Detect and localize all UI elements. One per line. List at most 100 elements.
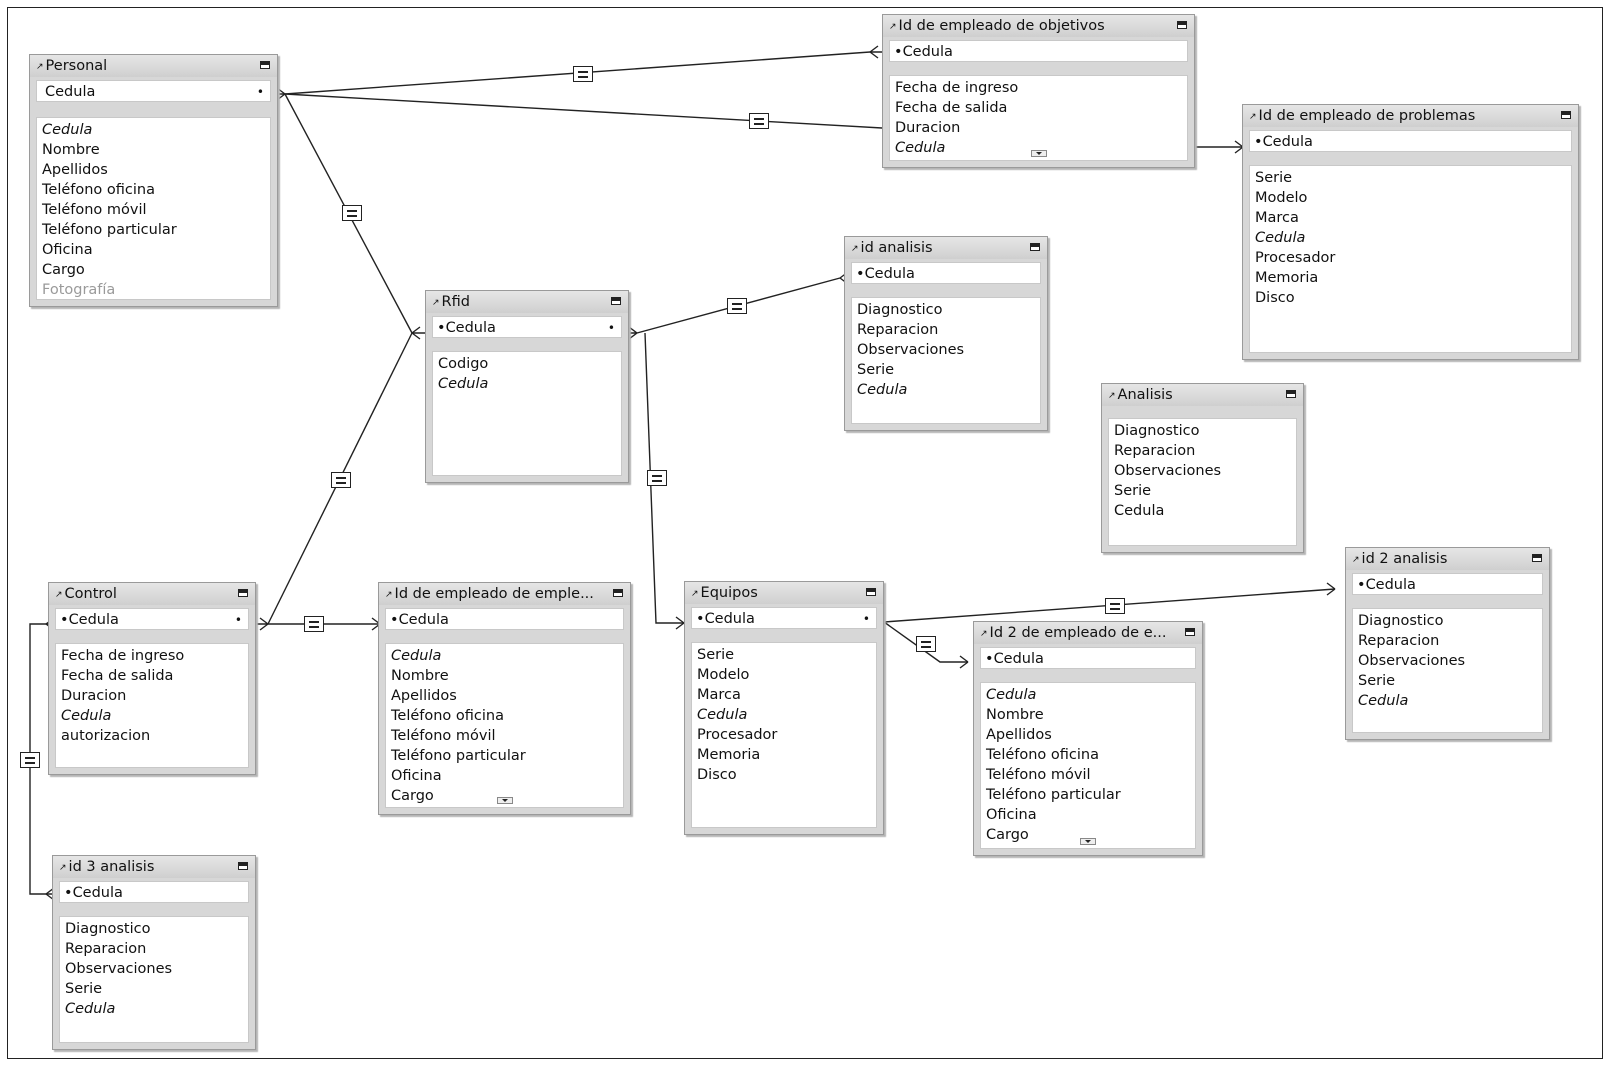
- field[interactable]: Fecha de ingreso: [61, 648, 185, 664]
- field[interactable]: Marca: [697, 687, 741, 703]
- field[interactable]: Teléfono móvil: [42, 202, 147, 218]
- table-header[interactable]: ↗Personal: [30, 55, 277, 77]
- collapse-icon[interactable]: [1177, 21, 1187, 29]
- field-list[interactable]: Fecha de ingreso Fecha de salida Duracio…: [55, 643, 249, 768]
- field[interactable]: Observaciones: [857, 342, 965, 358]
- field[interactable]: Duracion: [895, 120, 961, 136]
- rel-operator-equipos-id2empleado[interactable]: [916, 636, 936, 652]
- collapse-icon[interactable]: [611, 297, 621, 305]
- field[interactable]: Teléfono móvil: [391, 728, 496, 744]
- field[interactable]: Serie: [1114, 483, 1152, 499]
- field[interactable]: Duracion: [61, 688, 127, 704]
- field[interactable]: Diagnostico: [65, 921, 151, 937]
- field[interactable]: Reparacion: [857, 322, 939, 338]
- field-list[interactable]: Diagnostico Reparacion Observaciones Ser…: [59, 916, 249, 1043]
- key-field[interactable]: Cedula•: [36, 80, 271, 102]
- field[interactable]: Cargo: [391, 788, 434, 804]
- field-list[interactable]: Codigo Cedula: [432, 351, 622, 476]
- table-personal[interactable]: ↗Personal Cedula• Cedula Nombre Apellido…: [29, 54, 278, 307]
- field[interactable]: Cedula: [1358, 693, 1409, 709]
- table-empleados[interactable]: ↗Id de empleado de emple... •Cedula Cedu…: [378, 582, 631, 815]
- collapse-icon[interactable]: [1185, 628, 1195, 636]
- scroll-down-icon[interactable]: [1030, 150, 1047, 157]
- table-header[interactable]: ↗Id de empleado de objetivos: [883, 15, 1194, 37]
- field[interactable]: Serie: [857, 362, 895, 378]
- table-header[interactable]: ↗Rfid: [426, 291, 628, 313]
- field[interactable]: Cedula: [895, 140, 946, 156]
- scroll-down-icon[interactable]: [1080, 838, 1096, 845]
- field[interactable]: Apellidos: [391, 688, 457, 704]
- table-equipos[interactable]: ↗Equipos •Cedula• Serie Modelo Marca Ced…: [684, 581, 884, 835]
- field[interactable]: Fecha de ingreso: [895, 80, 1019, 96]
- field[interactable]: Oficina: [986, 807, 1037, 823]
- field[interactable]: Modelo: [1255, 190, 1308, 206]
- field[interactable]: Codigo: [438, 356, 489, 372]
- rel-operator-control-id3[interactable]: [20, 752, 40, 768]
- field[interactable]: autorizacion: [61, 728, 151, 744]
- field[interactable]: Nombre: [391, 668, 449, 684]
- key-field[interactable]: •Cedula: [980, 647, 1196, 669]
- field[interactable]: Oficina: [42, 242, 93, 258]
- key-field[interactable]: •Cedula: [59, 881, 249, 903]
- field[interactable]: Serie: [1255, 170, 1293, 186]
- collapse-icon[interactable]: [238, 862, 248, 870]
- key-field[interactable]: •Cedula: [1352, 573, 1543, 595]
- field[interactable]: Cedula: [42, 122, 93, 138]
- field[interactable]: Teléfono móvil: [986, 767, 1091, 783]
- field[interactable]: Diagnostico: [1114, 423, 1200, 439]
- field[interactable]: Reparacion: [65, 941, 147, 957]
- rel-operator-rfid-idanalisis[interactable]: [727, 298, 747, 314]
- field[interactable]: Cedula: [1114, 503, 1165, 519]
- table-header[interactable]: ↗id 2 analisis: [1346, 548, 1549, 570]
- field[interactable]: Observaciones: [1114, 463, 1222, 479]
- field[interactable]: Cedula: [438, 376, 489, 392]
- collapse-icon[interactable]: [613, 589, 623, 597]
- field[interactable]: Cedula: [65, 1001, 116, 1017]
- field[interactable]: Cedula: [61, 708, 112, 724]
- field[interactable]: Teléfono particular: [391, 748, 526, 764]
- table-header[interactable]: ↗Id 2 de empleado de e...: [974, 622, 1202, 644]
- table-id-analisis[interactable]: ↗id analisis •Cedula Diagnostico Reparac…: [844, 236, 1048, 431]
- rel-operator-personal-objetivos[interactable]: [573, 66, 593, 82]
- field[interactable]: Serie: [697, 647, 735, 663]
- key-field[interactable]: •Cedula: [851, 262, 1041, 284]
- field[interactable]: Teléfono oficina: [42, 182, 155, 198]
- field-list[interactable]: Diagnostico Reparacion Observaciones Ser…: [1108, 418, 1297, 546]
- field[interactable]: Reparacion: [1114, 443, 1196, 459]
- rel-operator-control-rfid[interactable]: [331, 472, 351, 488]
- field[interactable]: Teléfono particular: [42, 222, 177, 238]
- field[interactable]: Fecha de salida: [895, 100, 1008, 116]
- field[interactable]: Apellidos: [986, 727, 1052, 743]
- table-header[interactable]: ↗Control: [49, 583, 255, 605]
- field[interactable]: Oficina: [391, 768, 442, 784]
- collapse-icon[interactable]: [866, 588, 876, 596]
- field[interactable]: Fecha de salida: [61, 668, 174, 684]
- field-list[interactable]: Diagnostico Reparacion Observaciones Ser…: [851, 297, 1041, 424]
- field[interactable]: Teléfono oficina: [391, 708, 504, 724]
- field-list[interactable]: Fecha de ingreso Fecha de salida Duracio…: [889, 75, 1188, 161]
- table-header[interactable]: ↗Equipos: [685, 582, 883, 604]
- table-id2-analisis[interactable]: ↗id 2 analisis •Cedula Diagnostico Repar…: [1345, 547, 1550, 740]
- key-field[interactable]: •Cedula•: [55, 608, 249, 630]
- table-header[interactable]: ↗Id de empleado de emple...: [379, 583, 630, 605]
- table-header[interactable]: ↗id analisis: [845, 237, 1047, 259]
- collapse-icon[interactable]: [1561, 111, 1571, 119]
- field[interactable]: Cargo: [986, 827, 1029, 843]
- table-id2-empleado[interactable]: ↗Id 2 de empleado de e... •Cedula Cedula…: [973, 621, 1203, 856]
- key-field[interactable]: •Cedula: [889, 40, 1188, 62]
- field[interactable]: Procesador: [1255, 250, 1336, 266]
- collapse-icon[interactable]: [1286, 390, 1296, 398]
- field[interactable]: Observaciones: [65, 961, 173, 977]
- field[interactable]: Disco: [1255, 290, 1295, 306]
- key-field[interactable]: •Cedula: [1249, 130, 1572, 152]
- field[interactable]: Cargo: [42, 262, 85, 278]
- field[interactable]: Procesador: [697, 727, 778, 743]
- field[interactable]: Modelo: [697, 667, 750, 683]
- field[interactable]: Teléfono particular: [986, 787, 1121, 803]
- rel-operator-rfid-equipos[interactable]: [647, 470, 667, 486]
- table-header[interactable]: ↗Analisis: [1102, 384, 1303, 406]
- field[interactable]: Cedula: [697, 707, 748, 723]
- table-id3-analisis[interactable]: ↗id 3 analisis •Cedula Diagnostico Repar…: [52, 855, 256, 1050]
- field-list[interactable]: Cedula Nombre Apellidos Teléfono oficina…: [36, 117, 271, 300]
- field[interactable]: Observaciones: [1358, 653, 1466, 669]
